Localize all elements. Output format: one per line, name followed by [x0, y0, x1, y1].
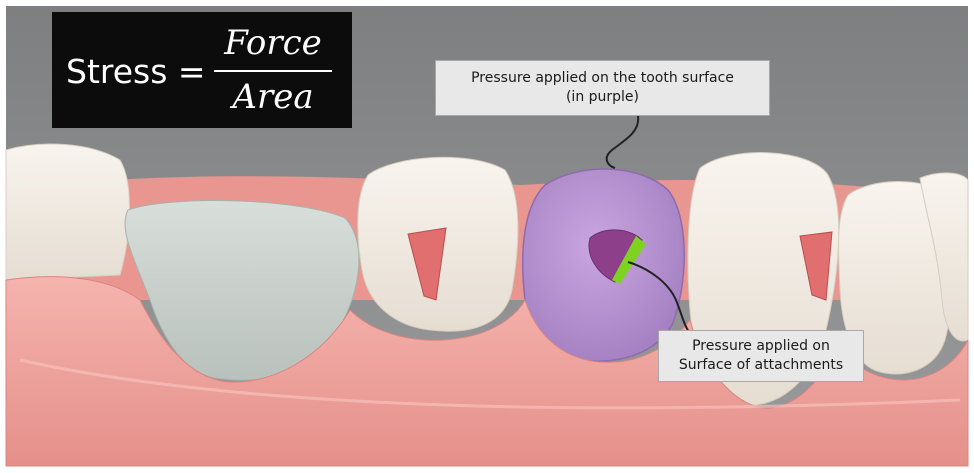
callout-tooth-surface: Pressure applied on the tooth surface (i…	[435, 60, 770, 116]
tooth-far-left	[6, 144, 129, 280]
callout-tooth-surface-line2: (in purple)	[436, 88, 769, 107]
stress-formula-box: Stress = Force Area	[52, 12, 352, 128]
callout-tooth-surface-line1: Pressure applied on the tooth surface	[436, 69, 769, 88]
fraction-bar	[214, 70, 332, 72]
formula-fraction: Force Area	[214, 22, 332, 118]
formula-lhs: Stress =	[66, 52, 206, 91]
formula-numerator: Force	[214, 22, 332, 64]
callout-attachments: Pressure applied on Surface of attachmen…	[658, 330, 864, 382]
callout-attachments-line2: Surface of attachments	[659, 356, 863, 375]
callout-attachments-line1: Pressure applied on	[659, 337, 863, 356]
formula-denominator: Area	[214, 76, 332, 118]
